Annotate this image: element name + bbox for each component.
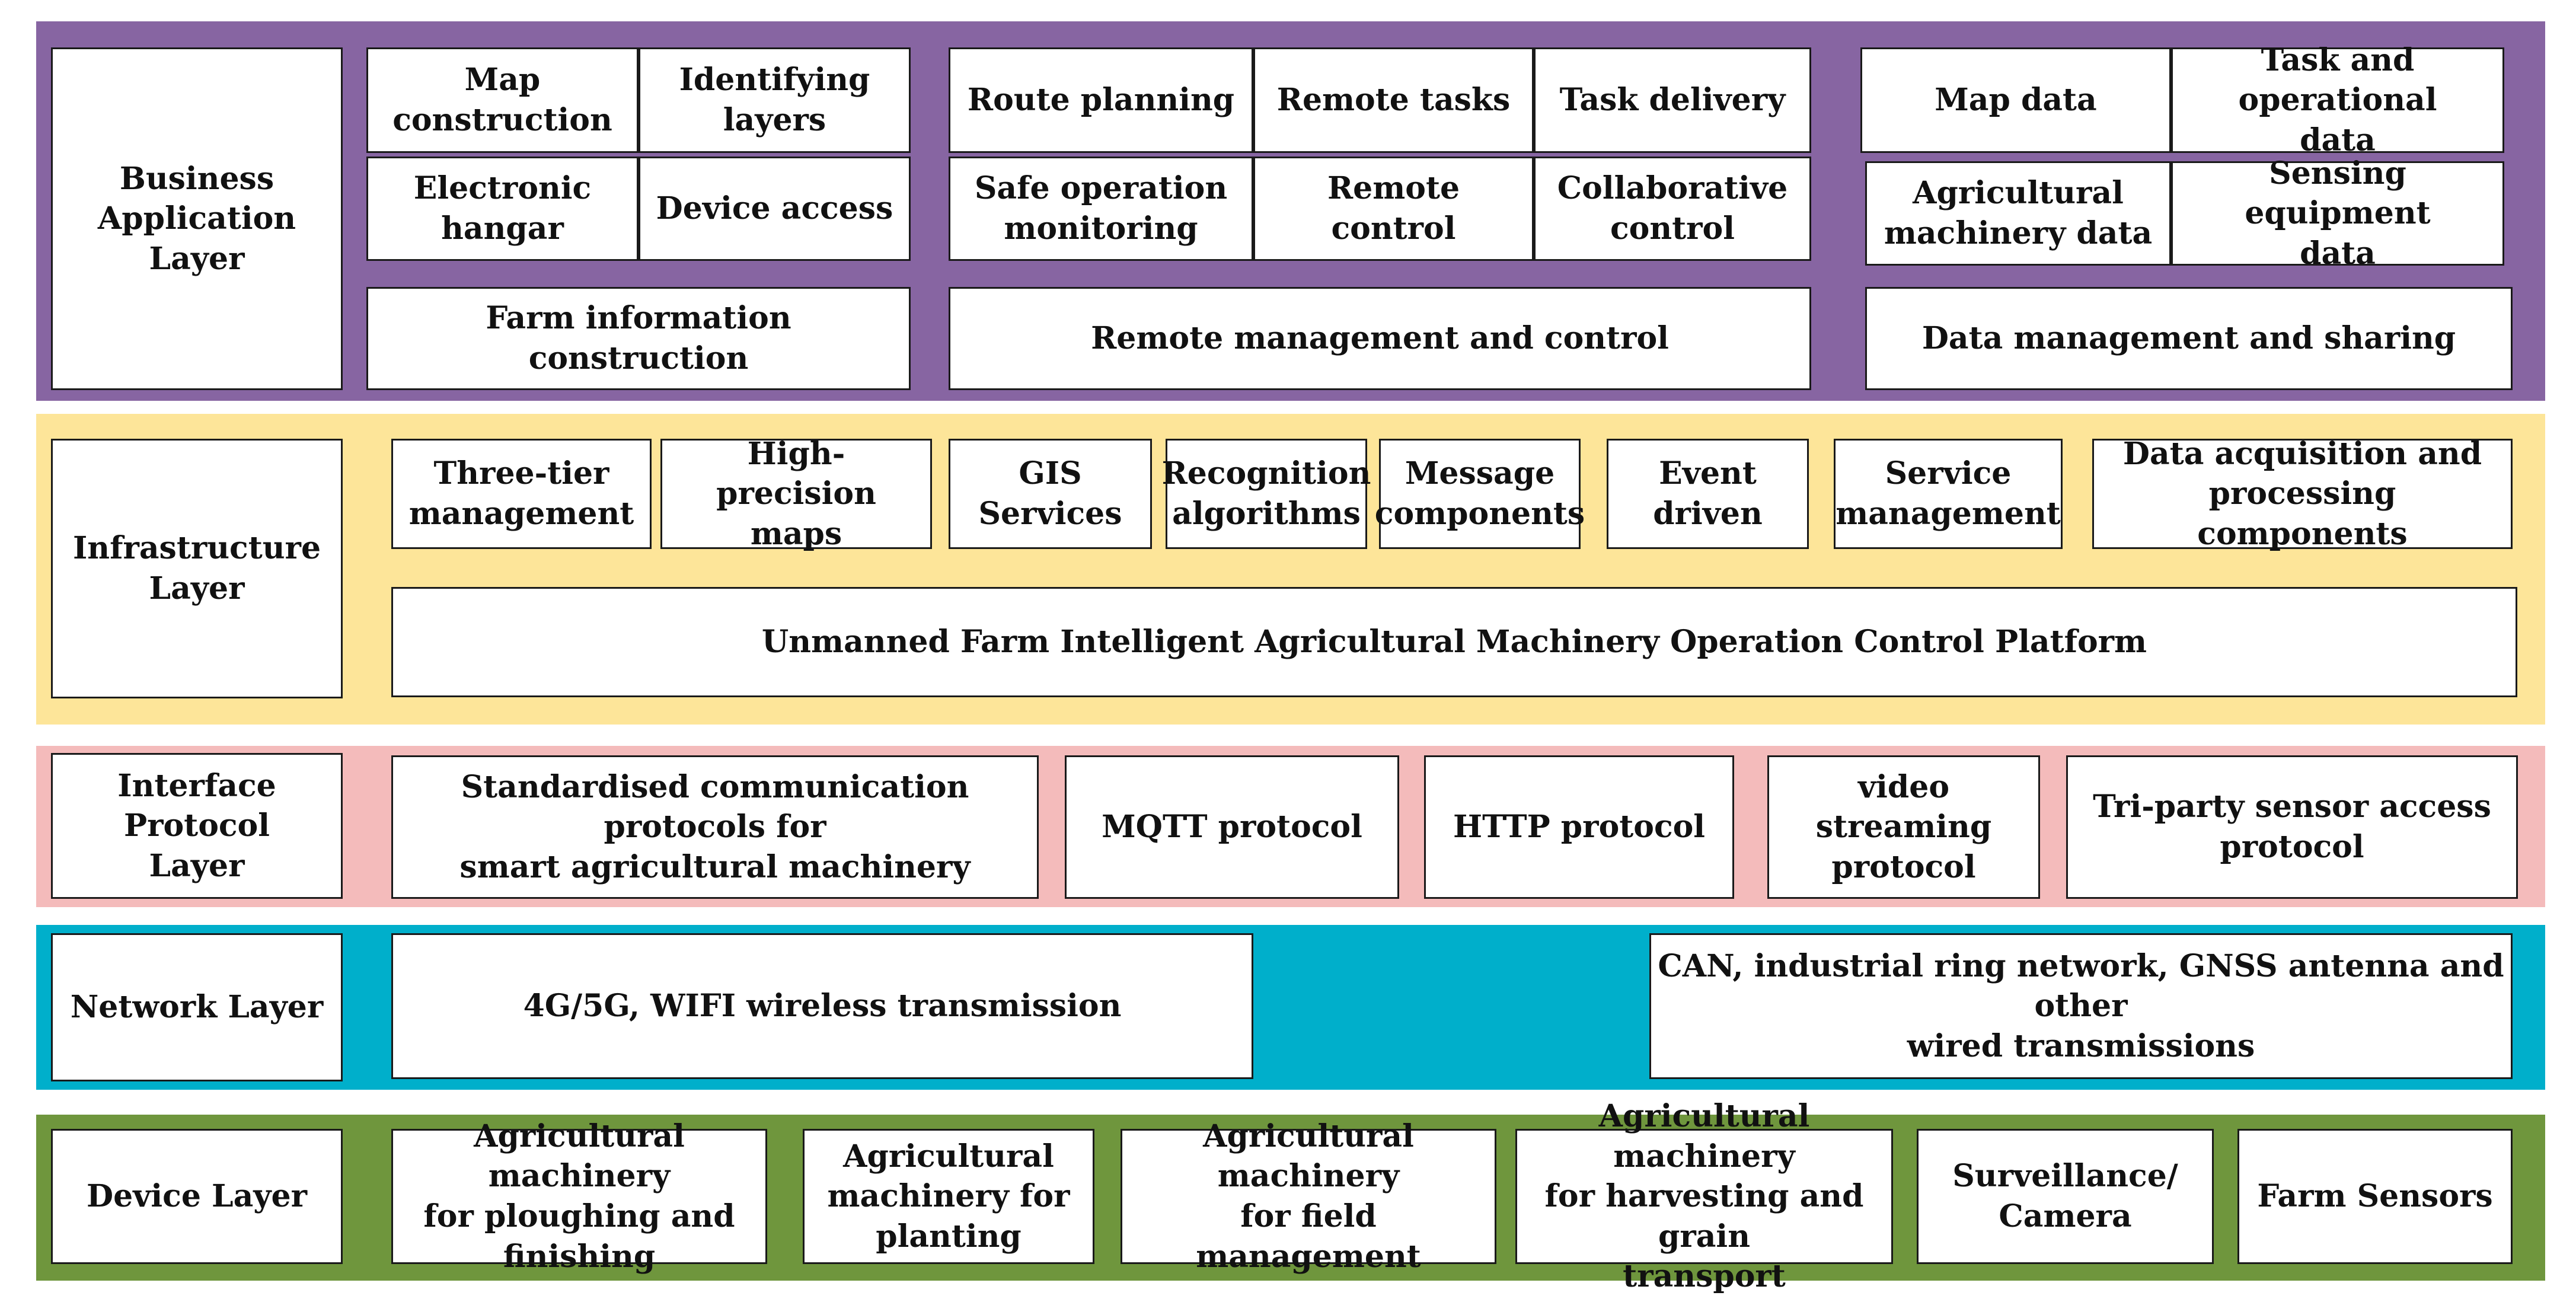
device-access-box: Device access [639, 157, 911, 261]
ploughing-machinery-box: Agricultural machinery for ploughing and… [391, 1118, 767, 1275]
farm-information-construction-box: Farm information construction [366, 287, 911, 390]
high-precision-maps-box: High-precision maps [660, 436, 932, 552]
map-construction-box: Map construction [366, 47, 639, 153]
event-driven-box: Event driven [1607, 439, 1809, 549]
task-delivery-box: Task delivery [1534, 47, 1811, 153]
remote-control-box: Remote control [1253, 157, 1534, 261]
recognition-algorithms-box: Recognition algorithms [1162, 439, 1371, 549]
gis-services-box: GIS Services [949, 439, 1152, 549]
infrastructure-layer-title: Infrastructure Layer [51, 439, 343, 698]
surveillance-camera-box: Surveillance/ Camera [1917, 1129, 2214, 1264]
three-tier-management-box: Three-tier management [391, 439, 652, 549]
collaborative-control-box: Collaborative control [1534, 157, 1811, 261]
farm-sensors-box: Farm Sensors [2237, 1129, 2513, 1264]
tri-party-sensor-protocol-box: Tri-party sensor access protocol [2066, 755, 2518, 899]
data-acquisition-processing-box: Data acquisition and processing componen… [2092, 436, 2513, 552]
remote-tasks-box: Remote tasks [1253, 47, 1534, 153]
mqtt-protocol-box: MQTT protocol [1065, 755, 1399, 899]
device-layer-title: Device Layer [51, 1129, 343, 1264]
service-management-box: Service management [1834, 439, 2063, 549]
sensing-equipment-data-box: Sensing equipment data [2171, 155, 2504, 272]
standardised-protocols-box: Standardised communication protocols for… [391, 755, 1039, 899]
agricultural-machinery-data-box: Agricultural machinery data [1865, 161, 2171, 266]
planting-machinery-box: Agricultural machinery for planting [803, 1129, 1094, 1264]
wireless-transmission-box: 4G/5G, WIFI wireless transmission [391, 933, 1253, 1079]
map-data-box: Map data [1860, 47, 2171, 153]
route-planning-box: Route planning [949, 47, 1253, 153]
interface-layer-title: Interface Protocol Layer [51, 753, 343, 899]
network-layer-title: Network Layer [51, 933, 343, 1081]
field-management-machinery-box: Agricultural machinery for field managem… [1121, 1118, 1496, 1275]
message-components-box: Message components [1375, 439, 1585, 549]
electronic-hangar-box: Electronic hangar [366, 157, 639, 261]
safe-operation-monitoring-box: Safe operation monitoring [949, 157, 1253, 261]
harvesting-machinery-box: Agricultural machinery for harvesting an… [1515, 1098, 1893, 1294]
operation-control-platform-box: Unmanned Farm Intelligent Agricultural M… [391, 587, 2517, 697]
video-streaming-protocol-box: video streaming protocol [1767, 755, 2040, 899]
remote-management-control-box: Remote management and control [949, 287, 1811, 390]
task-operational-data-box: Task and operational data [2171, 42, 2504, 158]
identifying-layers-box: Identifying layers [639, 47, 911, 153]
business-layer-title: Business Application Layer [51, 47, 343, 390]
http-protocol-box: HTTP protocol [1424, 755, 1734, 899]
data-management-sharing-box: Data management and sharing [1865, 287, 2513, 390]
wired-transmission-box: CAN, industrial ring network, GNSS anten… [1649, 933, 2513, 1079]
